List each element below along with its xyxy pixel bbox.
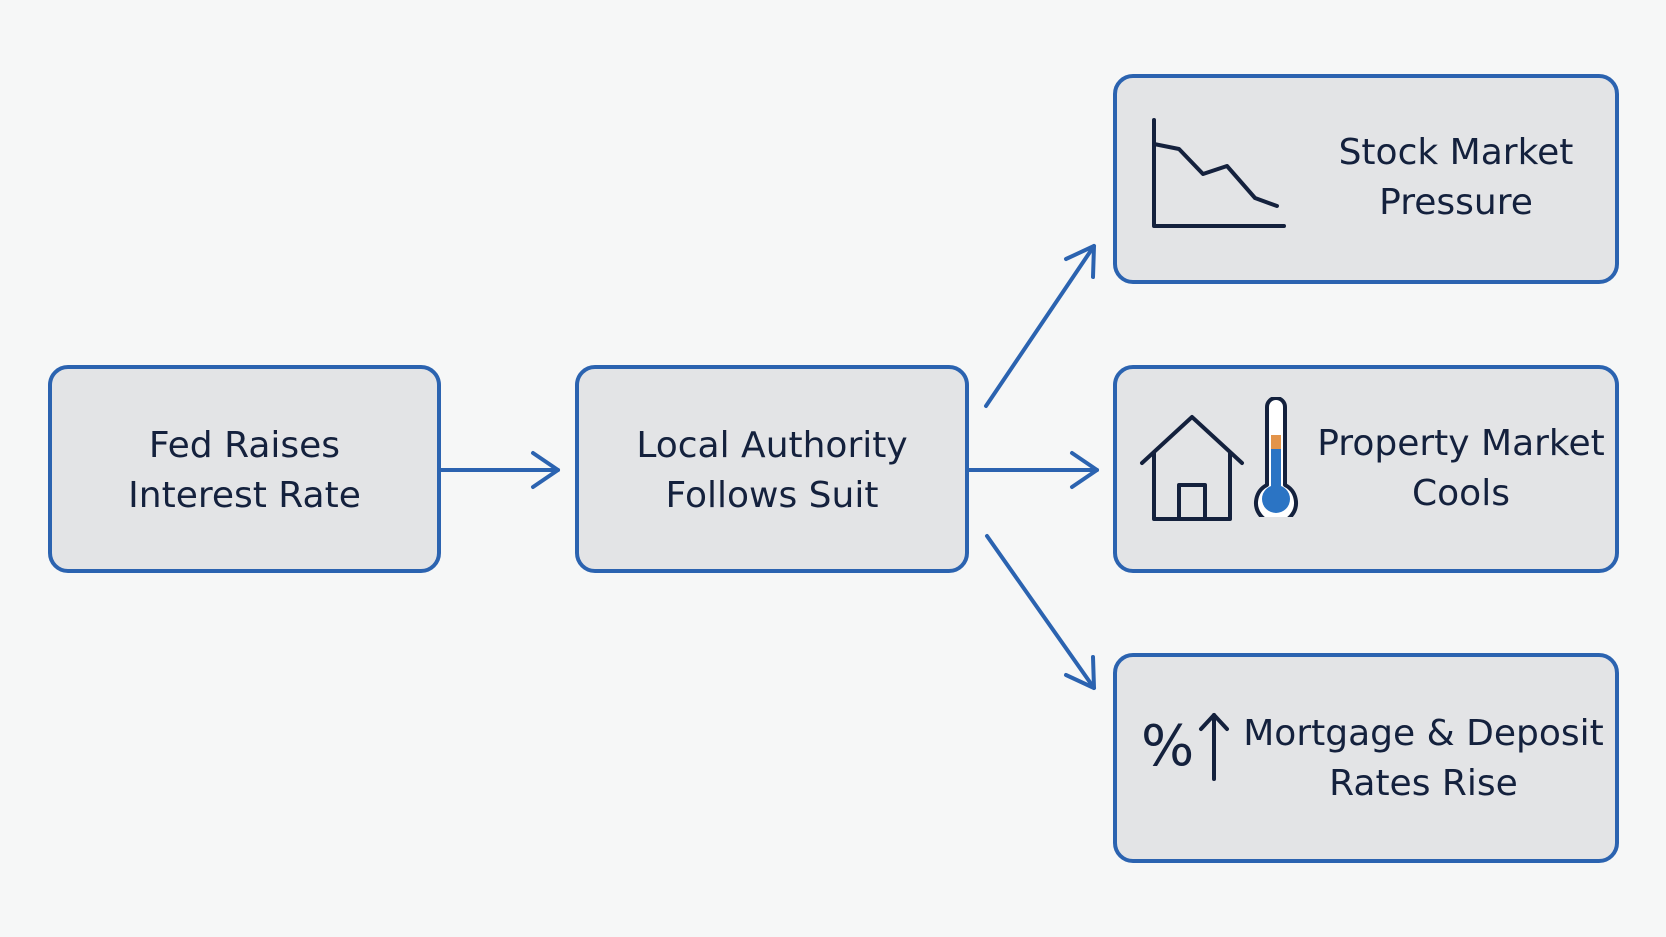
node-label-line2: Rates Rise bbox=[1329, 763, 1518, 804]
node-label-line1: Mortgage & Deposit bbox=[1243, 713, 1604, 754]
node-label-line2: Interest Rate bbox=[128, 475, 361, 516]
arrow-fed-to-local bbox=[439, 451, 560, 489]
node-property-market: Property Market Cools bbox=[1113, 365, 1619, 573]
node-label: Fed Raises Interest Rate bbox=[52, 421, 437, 521]
node-label: Stock Market Pressure bbox=[1297, 128, 1615, 228]
node-label-line2: Follows Suit bbox=[665, 475, 879, 516]
thermometer-icon bbox=[1254, 397, 1298, 517]
node-label: Local Authority Follows Suit bbox=[579, 421, 965, 521]
node-stock-market: Stock Market Pressure bbox=[1113, 74, 1619, 284]
node-label-line1: Local Authority bbox=[636, 425, 908, 466]
declining-chart-icon bbox=[1152, 118, 1286, 228]
house-icon bbox=[1140, 415, 1244, 521]
node-mortgage-deposit-rates: % Mortgage & Deposit Rates Rise bbox=[1113, 653, 1619, 863]
arrow-local-to-mortgage bbox=[985, 534, 1096, 690]
node-label-line1: Stock Market bbox=[1338, 132, 1574, 173]
node-label-line2: Pressure bbox=[1379, 182, 1533, 223]
node-label-line1: Property Market bbox=[1317, 423, 1605, 464]
arrow-local-to-property bbox=[967, 451, 1099, 489]
node-fed-raises-rate: Fed Raises Interest Rate bbox=[48, 365, 441, 573]
arrow-local-to-stock bbox=[984, 244, 1096, 408]
up-arrow-icon bbox=[1199, 713, 1229, 781]
node-label-line1: Fed Raises bbox=[148, 425, 341, 466]
node-local-authority: Local Authority Follows Suit bbox=[575, 365, 969, 573]
percent-icon: % bbox=[1141, 714, 1195, 779]
node-label: Property Market Cools bbox=[1307, 419, 1615, 519]
node-label: Mortgage & Deposit Rates Rise bbox=[1232, 709, 1615, 809]
node-label-line2: Cools bbox=[1412, 473, 1510, 514]
